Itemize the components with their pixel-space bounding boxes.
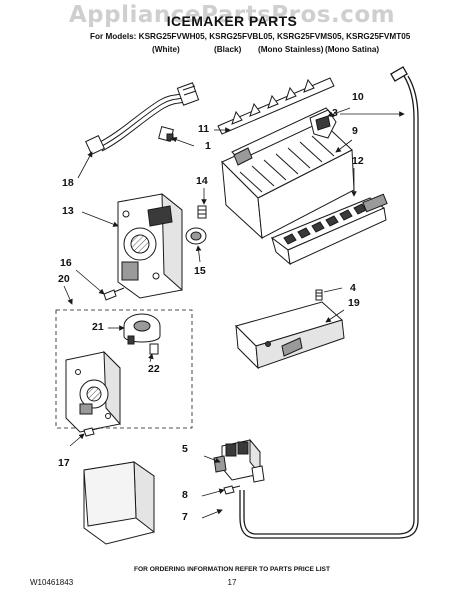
screw-17 bbox=[83, 427, 101, 437]
callout-7: 7 bbox=[182, 511, 188, 523]
bin-pad bbox=[83, 461, 155, 545]
callout-3: 3 bbox=[332, 107, 338, 119]
models-line: For Models: KSRG25FVWH05, KSRG25FVBL05, … bbox=[90, 32, 411, 41]
variant-mono-stainless: (Mono Stainless) bbox=[258, 45, 324, 54]
callout-8: 8 bbox=[182, 489, 188, 501]
control-housing bbox=[117, 192, 183, 299]
screw-16 bbox=[103, 287, 125, 301]
callout-18: 18 bbox=[62, 177, 74, 189]
callout-19: 19 bbox=[348, 297, 360, 309]
wiring-harness bbox=[85, 82, 200, 155]
callout-14: 14 bbox=[196, 175, 208, 187]
ejector-rake bbox=[217, 77, 335, 135]
variant-black: (Black) bbox=[214, 45, 242, 54]
variant-mono-satina: (Mono Satina) bbox=[325, 45, 380, 54]
page-number: 17 bbox=[227, 578, 237, 587]
ice-bin bbox=[270, 193, 388, 266]
module-housing bbox=[65, 350, 121, 433]
callout-22: 22 bbox=[148, 363, 160, 375]
callout-21: 21 bbox=[92, 321, 104, 333]
callout-17: 17 bbox=[58, 457, 70, 469]
document-number: W10461843 bbox=[30, 578, 74, 587]
callout-5: 5 bbox=[182, 443, 188, 455]
callout-4: 4 bbox=[350, 282, 356, 294]
screw-4 bbox=[315, 289, 323, 301]
watermark-text: AppliancePartsPros.com bbox=[68, 2, 396, 28]
callout-10: 10 bbox=[352, 91, 364, 103]
ordering-note: FOR ORDERING INFORMATION REFER TO PARTS … bbox=[134, 566, 330, 573]
callout-15: 15 bbox=[194, 265, 206, 277]
connector-clip bbox=[158, 126, 174, 142]
callout-9: 9 bbox=[352, 125, 358, 137]
callout-1: 1 bbox=[205, 140, 211, 152]
drive-motor bbox=[123, 313, 161, 345]
callout-20: 20 bbox=[58, 273, 70, 285]
callout-13: 13 bbox=[62, 205, 74, 217]
callout-12: 12 bbox=[352, 155, 364, 167]
mounting-bracket bbox=[235, 301, 345, 370]
screw-14 bbox=[197, 205, 207, 219]
callout-11: 11 bbox=[198, 123, 210, 135]
variant-white: (White) bbox=[152, 45, 180, 54]
water-valve bbox=[213, 438, 265, 483]
ice-maker-module bbox=[221, 107, 355, 240]
page-title: ICEMAKER PARTS bbox=[166, 13, 298, 29]
shutoff-switch bbox=[149, 343, 159, 355]
fill-cup bbox=[309, 109, 337, 139]
thermostat bbox=[185, 227, 207, 245]
screw-8 bbox=[223, 485, 241, 495]
motor-assembly-group bbox=[55, 309, 193, 429]
leader-lines bbox=[63, 107, 405, 519]
fill-tube bbox=[239, 66, 419, 539]
callout-16: 16 bbox=[60, 257, 72, 269]
